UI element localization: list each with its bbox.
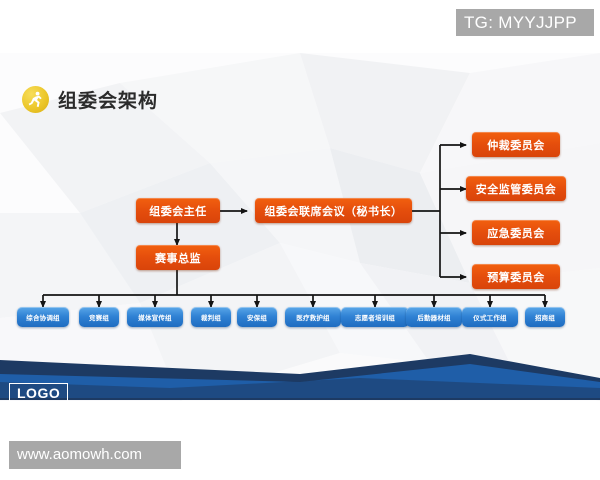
connector-lines: [40, 142, 548, 308]
node-group-medical[interactable]: 医疗救护组: [285, 307, 341, 327]
logo-badge: LOGO: [9, 383, 69, 404]
slide-canvas: 组委会架构: [0, 53, 600, 401]
org-chart: 组委会主任 组委会联席会议（秘书长） 赛事总监 仲裁委员会 安全监管委员会 应急…: [0, 53, 600, 401]
slide-title-row: 组委会架构: [22, 86, 158, 113]
footer-url-watermark: www.aomowh.com: [9, 441, 181, 469]
node-group-logistics[interactable]: 后勤器材组: [406, 307, 462, 327]
node-group-ceremony[interactable]: 仪式工作组: [462, 307, 518, 327]
telegram-watermark: TG: MYYJJPP: [456, 9, 594, 36]
node-group-volunteer[interactable]: 志愿者培训组: [341, 307, 409, 327]
node-chairman[interactable]: 组委会主任: [136, 198, 220, 223]
node-committee-safety[interactable]: 安全监管委员会: [466, 176, 566, 201]
node-event-director[interactable]: 赛事总监: [136, 245, 220, 270]
node-group-coordination[interactable]: 综合协调组: [17, 307, 69, 327]
node-joint-meeting[interactable]: 组委会联席会议（秘书长）: [255, 198, 412, 223]
node-group-competition[interactable]: 竞赛组: [79, 307, 119, 327]
node-group-referee[interactable]: 裁判组: [191, 307, 231, 327]
runner-icon: [22, 86, 49, 113]
footer-wave-graphic: [0, 354, 600, 400]
node-group-sponsorship[interactable]: 招商组: [525, 307, 565, 327]
node-committee-emergency[interactable]: 应急委员会: [472, 220, 560, 245]
node-group-media[interactable]: 媒体宣传组: [127, 307, 183, 327]
node-group-security[interactable]: 安保组: [237, 307, 277, 327]
page-title: 组委会架构: [58, 91, 159, 112]
node-committee-arbitration[interactable]: 仲裁委员会: [472, 132, 560, 157]
node-committee-budget[interactable]: 预算委员会: [472, 264, 560, 289]
